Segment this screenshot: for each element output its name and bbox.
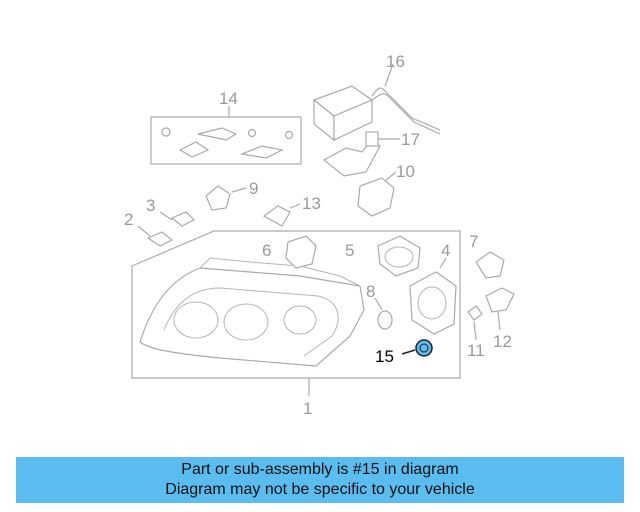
part-14-hardware-kit: [150, 106, 302, 165]
part-13-bulb: [262, 203, 301, 227]
part-8-ring: [374, 297, 393, 330]
part-16-ballast: [312, 63, 441, 142]
callout-11: 11: [467, 341, 485, 360]
callout-12: 12: [493, 332, 512, 351]
callout-4: 4: [441, 241, 450, 260]
part-9-bulb: [205, 185, 247, 211]
callout-13: 13: [302, 194, 321, 213]
callout-16: 16: [386, 52, 405, 71]
callout-15: 15: [375, 347, 394, 366]
callout-6: 6: [262, 241, 271, 260]
part-2-3-clips: [137, 211, 196, 247]
callout-10: 10: [396, 162, 415, 181]
part-6-motor: [285, 235, 317, 269]
callout-8: 8: [366, 282, 375, 301]
part-10-actuator: [357, 171, 397, 217]
callout-14: 14: [219, 89, 238, 108]
callout-9: 9: [249, 179, 258, 198]
banner-line-disclaimer: Diagram may not be specific to your vehi…: [165, 481, 475, 498]
part-4-housing: [409, 257, 457, 335]
part-11-12-socket: [467, 287, 515, 341]
callout-17: 17: [401, 130, 420, 149]
part-5-cap: [377, 235, 421, 277]
part-15-highlighted: [401, 339, 433, 357]
part-1-headlamp-assembly: [131, 230, 461, 396]
callout-3: 3: [146, 196, 155, 215]
parts-diagram: 1 2 3 4 5 6 7 8 9 10 11 12 13 14 15 16 1…: [124, 52, 515, 418]
callout-2: 2: [124, 210, 133, 229]
info-banner: Part or sub-assembly is #15 in diagram D…: [16, 457, 624, 503]
banner-line-part: Part or sub-assembly is #15 in diagram: [181, 461, 459, 478]
callout-5: 5: [345, 241, 354, 260]
part-7-bulb: [475, 251, 505, 279]
part-17-connector: [322, 131, 400, 177]
callout-1: 1: [303, 399, 312, 418]
callout-7: 7: [469, 232, 478, 251]
